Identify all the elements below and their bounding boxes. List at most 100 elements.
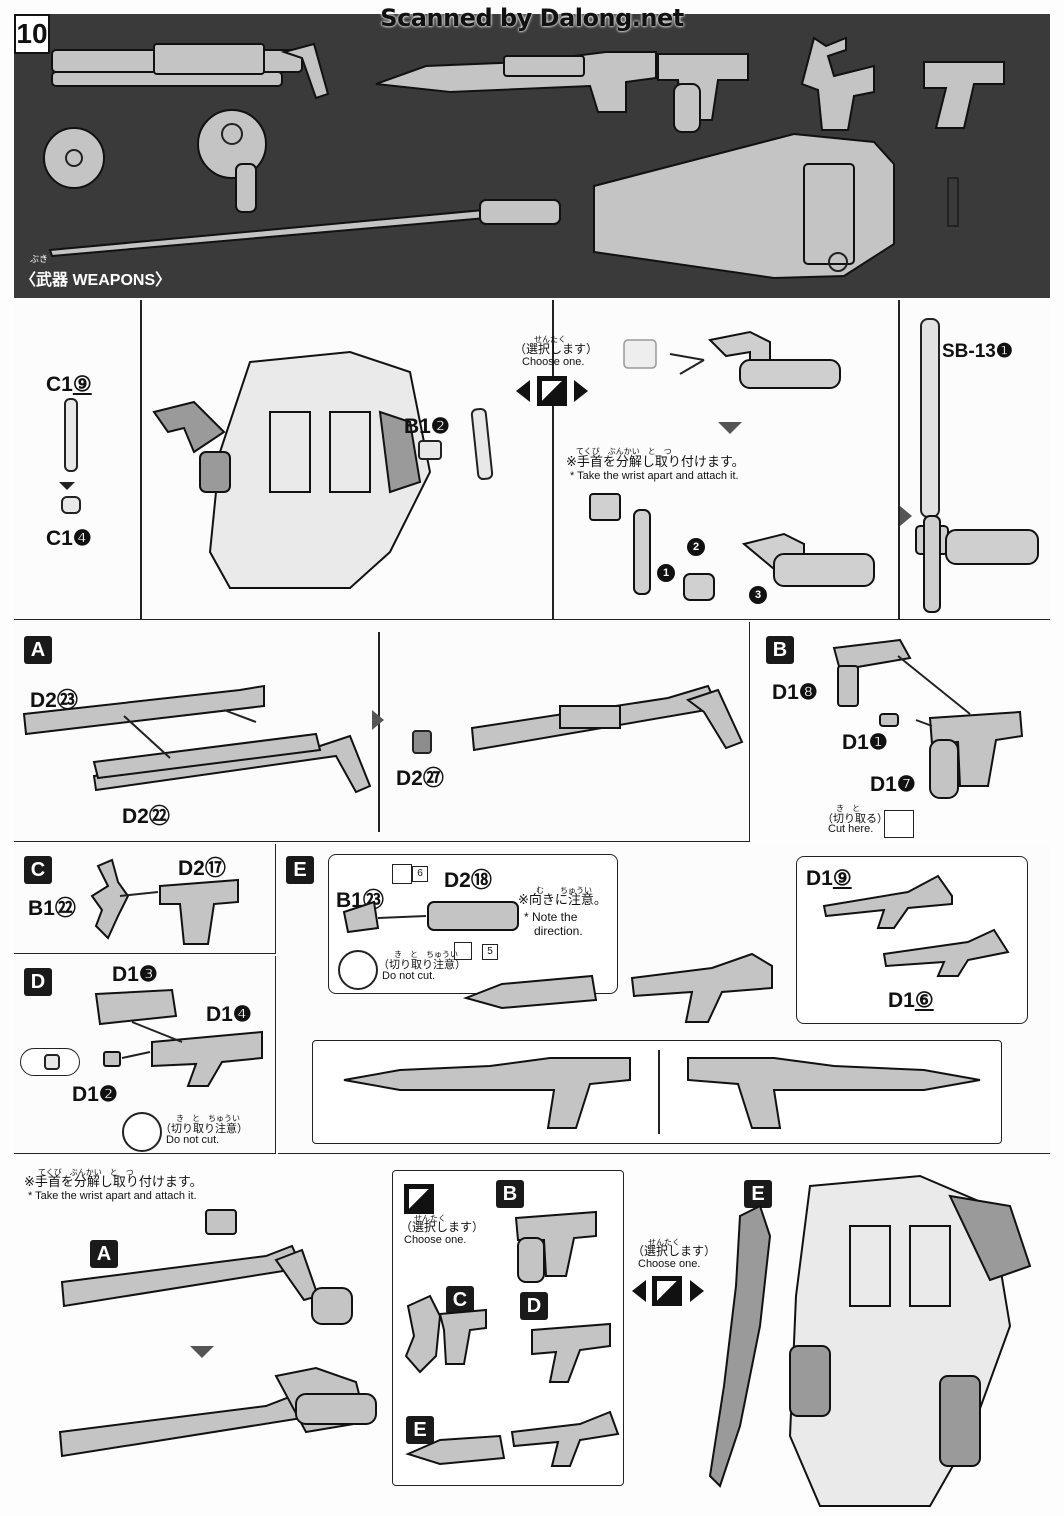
part-label-d217: D2⑰ — [178, 857, 226, 880]
donot-label-en: Do not cut. — [166, 1134, 220, 1146]
hand-detach-illustration — [623, 330, 841, 389]
note-label-jp: ※向きに注意。 — [518, 893, 607, 908]
part-label-d11: D1❶ — [842, 731, 888, 754]
arrow-right-icon — [690, 1280, 704, 1302]
arrow-left-icon — [632, 1280, 646, 1302]
wrist-note-jp: ※手首を分解し取り付けます。 — [24, 1175, 203, 1190]
part-label-d223: D2㉓ — [30, 689, 78, 712]
weapon-options-illustration — [404, 1210, 620, 1467]
step-marker-2: 2 — [686, 538, 705, 556]
rifle-muzzle-illustration — [342, 900, 519, 934]
part-label-d12: D1❷ — [72, 1083, 118, 1106]
donot-ruby: き と ちゅうい — [176, 1114, 240, 1123]
note-ruby: む ちゅうい — [536, 886, 592, 895]
part-label-d222: D2㉒ — [122, 805, 170, 828]
saber-connector-part — [418, 440, 442, 460]
part-label-d227: D2㉗ — [396, 767, 444, 790]
rifle-views-panel — [312, 1040, 1002, 1144]
part-label-c14: C1❹ — [46, 527, 92, 550]
part-label-b122: B1㉒ — [28, 897, 76, 920]
part-label-d17: D1❼ — [870, 773, 916, 796]
choose-ruby: せんたく — [534, 335, 566, 344]
arrow-down-icon — [718, 422, 742, 434]
weapons-title: 〈武器 WEAPONS〉 — [20, 272, 172, 289]
divider — [140, 300, 142, 620]
part-label-b123: B1㉓ — [336, 889, 384, 912]
arrow-right-icon — [574, 380, 588, 402]
no-cut-icon — [122, 1112, 162, 1152]
bottom-letter-a: A — [90, 1240, 118, 1268]
arrow-right-icon — [900, 506, 912, 526]
weapons-illustration — [43, 36, 1005, 280]
rifle-left-view-illustration — [343, 1057, 631, 1129]
gun-c-illustration — [90, 858, 239, 945]
choose-label-en: Choose one. — [522, 356, 585, 368]
divider — [378, 632, 380, 832]
tag-6: 6 — [412, 866, 428, 882]
step-marker-3: 3 — [748, 586, 767, 604]
choose-label-jp: （選択します） — [632, 1244, 717, 1258]
robot-with-rifle-illustration — [708, 1174, 1032, 1507]
wrist-ruby: てくび ぶんかい と つ — [38, 1168, 134, 1177]
divider — [898, 300, 900, 620]
part-label-d13: D1❸ — [112, 963, 158, 986]
pistol-b-illustration — [832, 638, 1024, 799]
arrow-right-icon — [372, 710, 384, 730]
nipper-icon — [884, 810, 914, 838]
part-label-sb13: SB-13❶ — [942, 341, 1013, 362]
shotgun-assembled-illustration — [470, 684, 744, 752]
option-e-letter: E — [406, 1416, 434, 1444]
rifle-assembly-illustration — [462, 952, 773, 1023]
arrow-icon — [59, 482, 75, 490]
part-label-d16: D1⑥ — [888, 989, 934, 1012]
shotgun-cap-part — [412, 730, 432, 754]
section-c-letter: C — [24, 856, 52, 884]
wrist-ruby: てくび ぶんかい と つ — [576, 447, 672, 456]
part-label-d18: D1❽ — [772, 681, 818, 704]
part-label-d218: D2⑱ — [444, 869, 492, 892]
cut-label-jp: （切り取る） — [822, 812, 888, 825]
section-b-letter: B — [766, 636, 794, 664]
weapons-ruby: ぶき — [30, 255, 49, 265]
robot-waist-illustration — [152, 350, 432, 589]
note-label-en: * Note the — [524, 910, 578, 924]
saber-section — [14, 300, 1050, 620]
part-label-d19: D1⑨ — [806, 867, 852, 890]
choose-label-en: Choose one. — [404, 1234, 467, 1246]
tag-5: 5 — [482, 944, 498, 960]
choose-one-icon — [652, 1276, 682, 1306]
rifle-right-view-illustration — [687, 1057, 981, 1129]
divider — [658, 1050, 660, 1134]
beam-blade-part — [920, 318, 940, 518]
cut-ruby: き と — [836, 804, 860, 813]
choose-ruby: せんたく — [414, 1214, 446, 1223]
shotgun-hand-illustration — [58, 1209, 377, 1458]
part-label-d14: D1❹ — [206, 1003, 252, 1026]
donot-label-jp: （切り取り注意） — [378, 958, 466, 971]
choose-label-jp: （選択します） — [514, 342, 599, 356]
hand-attach-illustration — [589, 493, 875, 601]
cut-label-en: Cut here. — [828, 823, 874, 835]
wrist-note-en: * Take the wrist apart and attach it. — [28, 1190, 197, 1202]
saber-hand-illustration — [915, 515, 1039, 613]
section-e-letter: E — [286, 856, 314, 884]
section-a-letter: A — [24, 636, 52, 664]
option-c-letter: C — [446, 1286, 474, 1314]
tool-icon — [392, 864, 412, 884]
choose-label-jp: （選択します） — [400, 1220, 485, 1234]
option-d-letter: D — [520, 1292, 548, 1320]
bottom-letter-e: E — [744, 1180, 772, 1208]
choose-ruby: せんたく — [648, 1238, 680, 1247]
saber-cap-part — [61, 496, 81, 514]
step-number: 10 — [14, 14, 50, 54]
section-d-letter: D — [24, 968, 52, 996]
divider — [552, 300, 554, 620]
rifle-halves-illustration — [822, 874, 1010, 977]
section-a-panel — [14, 622, 750, 842]
step-marker-1: 1 — [656, 564, 675, 582]
choose-label-en: Choose one. — [638, 1258, 701, 1270]
choose-one-icon — [404, 1184, 434, 1214]
note-label-en-2: direction. — [534, 924, 583, 938]
part-label-c19: C1⑨ — [46, 373, 92, 396]
arrow-down-icon — [190, 1346, 214, 1358]
